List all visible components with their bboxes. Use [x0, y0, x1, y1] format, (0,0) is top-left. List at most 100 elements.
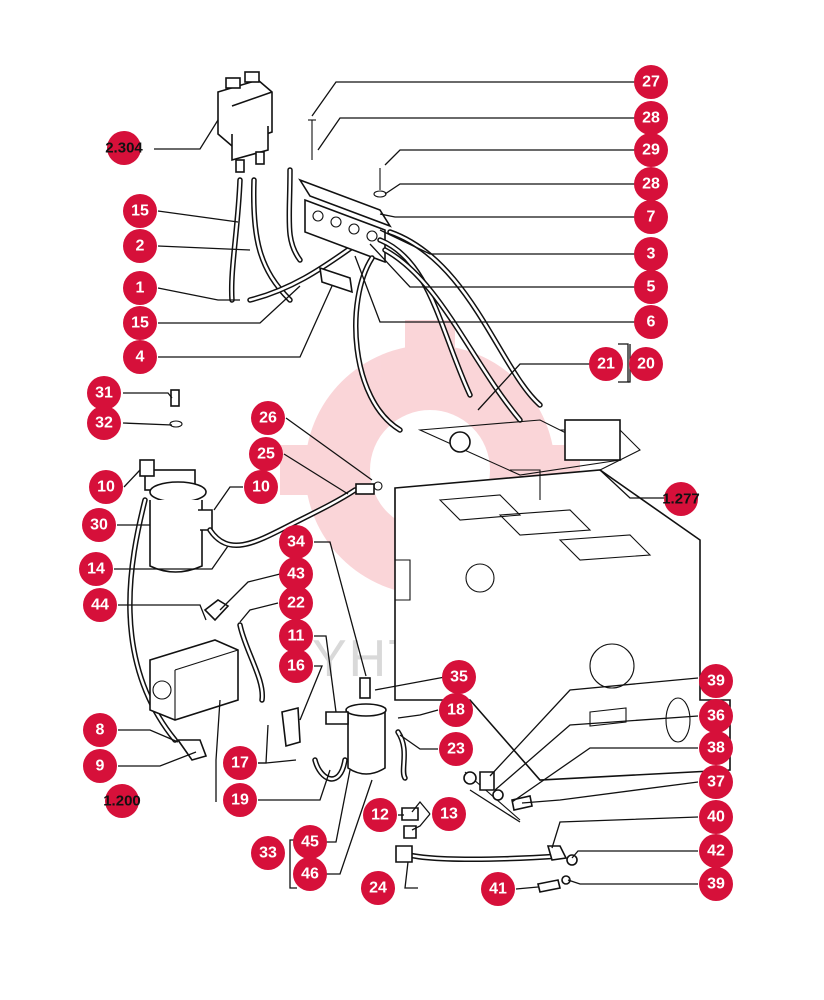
ref-1-200: 1.200 [103, 784, 141, 818]
callout-38: 38 [699, 731, 733, 765]
hydraulic-lines-upper [228, 167, 358, 303]
callout-19: 19 [223, 783, 257, 817]
callout-29: 29 [634, 133, 668, 167]
reference-labels: 2.304 1.277 1.200 [103, 131, 700, 818]
svg-text:32: 32 [95, 415, 113, 432]
svg-text:42: 42 [707, 843, 725, 860]
svg-text:33: 33 [259, 845, 277, 862]
svg-text:10: 10 [97, 479, 115, 496]
svg-text:41: 41 [489, 881, 507, 898]
callout-37: 37 [699, 765, 733, 799]
callout-31: 31 [87, 376, 121, 410]
callout-12: 12 [363, 798, 397, 832]
svg-text:30: 30 [90, 517, 108, 534]
callout-11: 11 [279, 619, 313, 653]
svg-text:43: 43 [287, 566, 305, 583]
ref-1-277: 1.277 [662, 482, 700, 516]
svg-text:40: 40 [707, 809, 725, 826]
callout-10: 10 [244, 470, 278, 504]
svg-text:23: 23 [447, 741, 465, 758]
callout-14: 14 [79, 552, 113, 586]
svg-text:5: 5 [647, 279, 656, 296]
svg-text:2: 2 [136, 238, 145, 255]
svg-text:15: 15 [131, 315, 149, 332]
callout-4: 4 [123, 340, 157, 374]
callout-16: 16 [279, 649, 313, 683]
svg-text:35: 35 [450, 669, 468, 686]
callout-44: 44 [83, 588, 117, 622]
svg-text:8: 8 [96, 722, 105, 739]
pump-drawing [149, 599, 239, 761]
svg-text:1.200: 1.200 [103, 793, 141, 810]
transmission-housing-drawing [394, 419, 731, 781]
callout-23: 23 [439, 732, 473, 766]
callout-1: 1 [123, 271, 157, 305]
svg-text:38: 38 [707, 740, 725, 757]
svg-text:29: 29 [642, 142, 660, 159]
svg-text:19: 19 [231, 792, 249, 809]
ref-2-304: 2.304 [105, 131, 143, 165]
svg-text:39: 39 [707, 673, 725, 690]
callout-9: 9 [83, 749, 117, 783]
callout-39: 39 [699, 867, 733, 901]
svg-text:46: 46 [301, 866, 319, 883]
svg-text:25: 25 [257, 446, 275, 463]
callout-39: 39 [699, 664, 733, 698]
callout-22: 22 [279, 586, 313, 620]
svg-text:10: 10 [252, 479, 270, 496]
svg-text:31: 31 [95, 385, 113, 402]
callout-6: 6 [634, 305, 668, 339]
small-bolts-drawing [169, 389, 383, 495]
svg-text:24: 24 [369, 880, 387, 897]
callouts: 27 28 29 28 7 3 5 6 20 21 15 2 1 15 4 31… [79, 65, 733, 906]
callout-34: 34 [279, 525, 313, 559]
callout-15: 15 [123, 306, 157, 340]
svg-text:1: 1 [136, 280, 145, 297]
svg-text:28: 28 [642, 110, 660, 127]
svg-text:22: 22 [287, 595, 305, 612]
callout-26: 26 [251, 401, 285, 435]
svg-text:18: 18 [447, 702, 465, 719]
callout-35: 35 [442, 660, 476, 694]
hydraulic-lines-long [353, 229, 543, 433]
callout-8: 8 [83, 713, 117, 747]
svg-text:20: 20 [637, 356, 655, 373]
svg-text:39: 39 [707, 876, 725, 893]
callout-15: 15 [123, 194, 157, 228]
callout-36: 36 [699, 699, 733, 733]
filter-drawing [139, 459, 213, 573]
callout-20: 20 [629, 347, 663, 381]
svg-text:34: 34 [287, 534, 305, 551]
svg-text:2.304: 2.304 [105, 140, 143, 157]
svg-text:12: 12 [371, 807, 389, 824]
callout-42: 42 [699, 834, 733, 868]
callout-28: 28 [634, 167, 668, 201]
svg-text:36: 36 [707, 708, 725, 725]
svg-text:4: 4 [136, 349, 145, 366]
svg-text:45: 45 [301, 834, 319, 851]
svg-text:44: 44 [91, 597, 109, 614]
svg-text:9: 9 [96, 758, 105, 775]
svg-text:26: 26 [259, 410, 277, 427]
callout-40: 40 [699, 800, 733, 834]
callout-3: 3 [634, 237, 668, 271]
leader-lines [114, 81, 699, 890]
callout-33: 33 [251, 836, 285, 870]
callout-5: 5 [634, 270, 668, 304]
callout-43: 43 [279, 557, 313, 591]
callout-32: 32 [87, 406, 121, 440]
svg-text:13: 13 [440, 806, 458, 823]
svg-text:15: 15 [131, 203, 149, 220]
watermark-gear-icon [280, 320, 580, 620]
callout-2: 2 [123, 229, 157, 263]
return-pipe-drawing [395, 771, 578, 893]
callout-21: 21 [589, 347, 623, 381]
suction-lines [237, 622, 348, 782]
svg-text:3: 3 [647, 246, 656, 263]
inline-filter-drawing [325, 677, 408, 781]
callout-45: 45 [293, 825, 327, 859]
callout-10: 10 [89, 470, 123, 504]
callout-25: 25 [249, 437, 283, 471]
callout-46: 46 [293, 857, 327, 891]
